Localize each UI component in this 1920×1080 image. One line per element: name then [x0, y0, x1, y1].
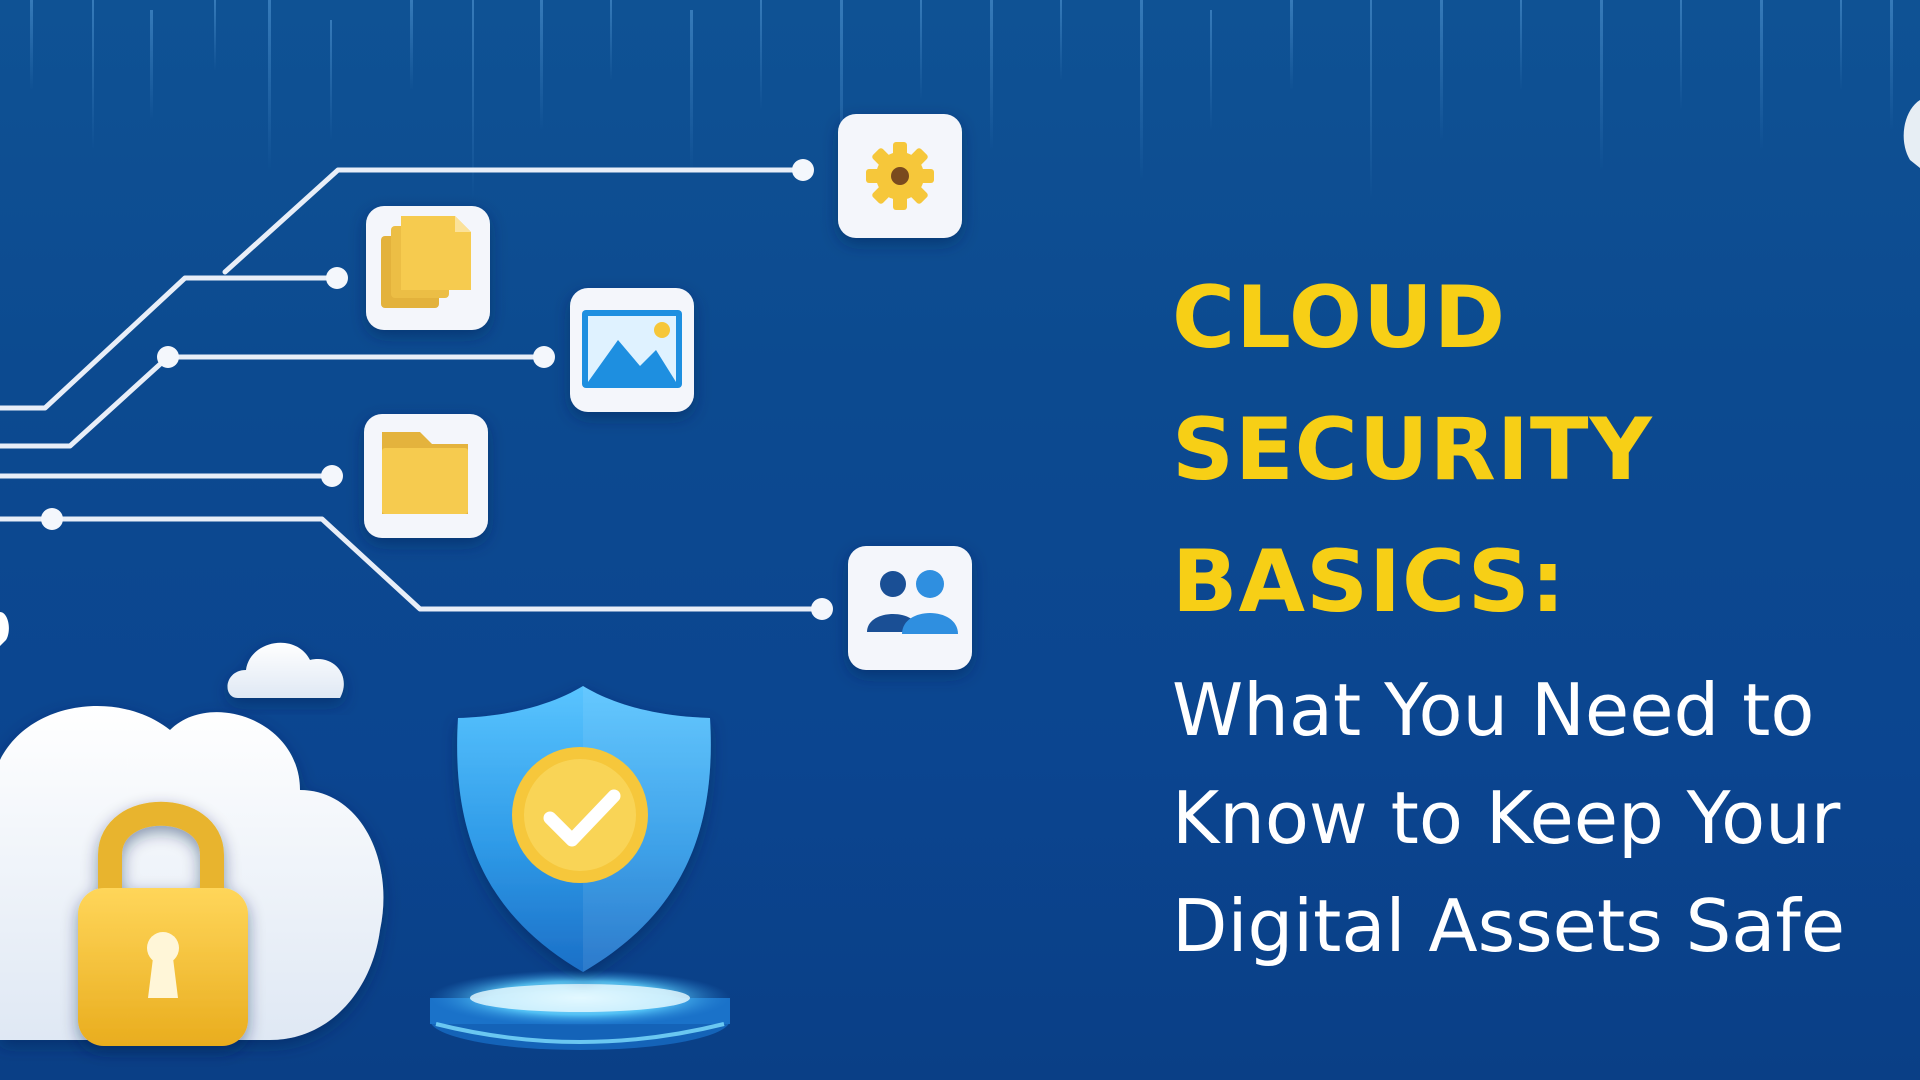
- circuit-nodes: [41, 159, 833, 620]
- subtitle-line-3: Digital Assets Safe: [1172, 884, 1846, 968]
- subtitle-line-2: Know to Keep Your: [1172, 776, 1841, 860]
- folder-icon: [382, 432, 468, 514]
- image-icon: [582, 310, 682, 388]
- shield-pedestal: [430, 970, 730, 1050]
- subtitle-line-1: What You Need to: [1172, 668, 1815, 752]
- title-line-3: BASICS:: [1172, 532, 1567, 632]
- partial-edge-icon: [1903, 100, 1920, 168]
- padlock-icon: [78, 801, 248, 1046]
- small-cloud-icon: [227, 642, 344, 698]
- title-line-2: SECURITY: [1172, 400, 1653, 500]
- circuit-lines: [0, 167, 825, 612]
- hero-text: CLOUD SECURITY BASICS: What You Need to …: [1172, 252, 1920, 980]
- users-icon: [867, 570, 958, 634]
- documents-icon: [381, 216, 471, 308]
- users-icon-tile: [848, 546, 972, 670]
- shield-check-icon: [457, 686, 711, 972]
- edge-cloud-icon: [0, 612, 9, 646]
- title-line-1: CLOUD: [1172, 268, 1507, 368]
- gear-icon: [866, 142, 934, 210]
